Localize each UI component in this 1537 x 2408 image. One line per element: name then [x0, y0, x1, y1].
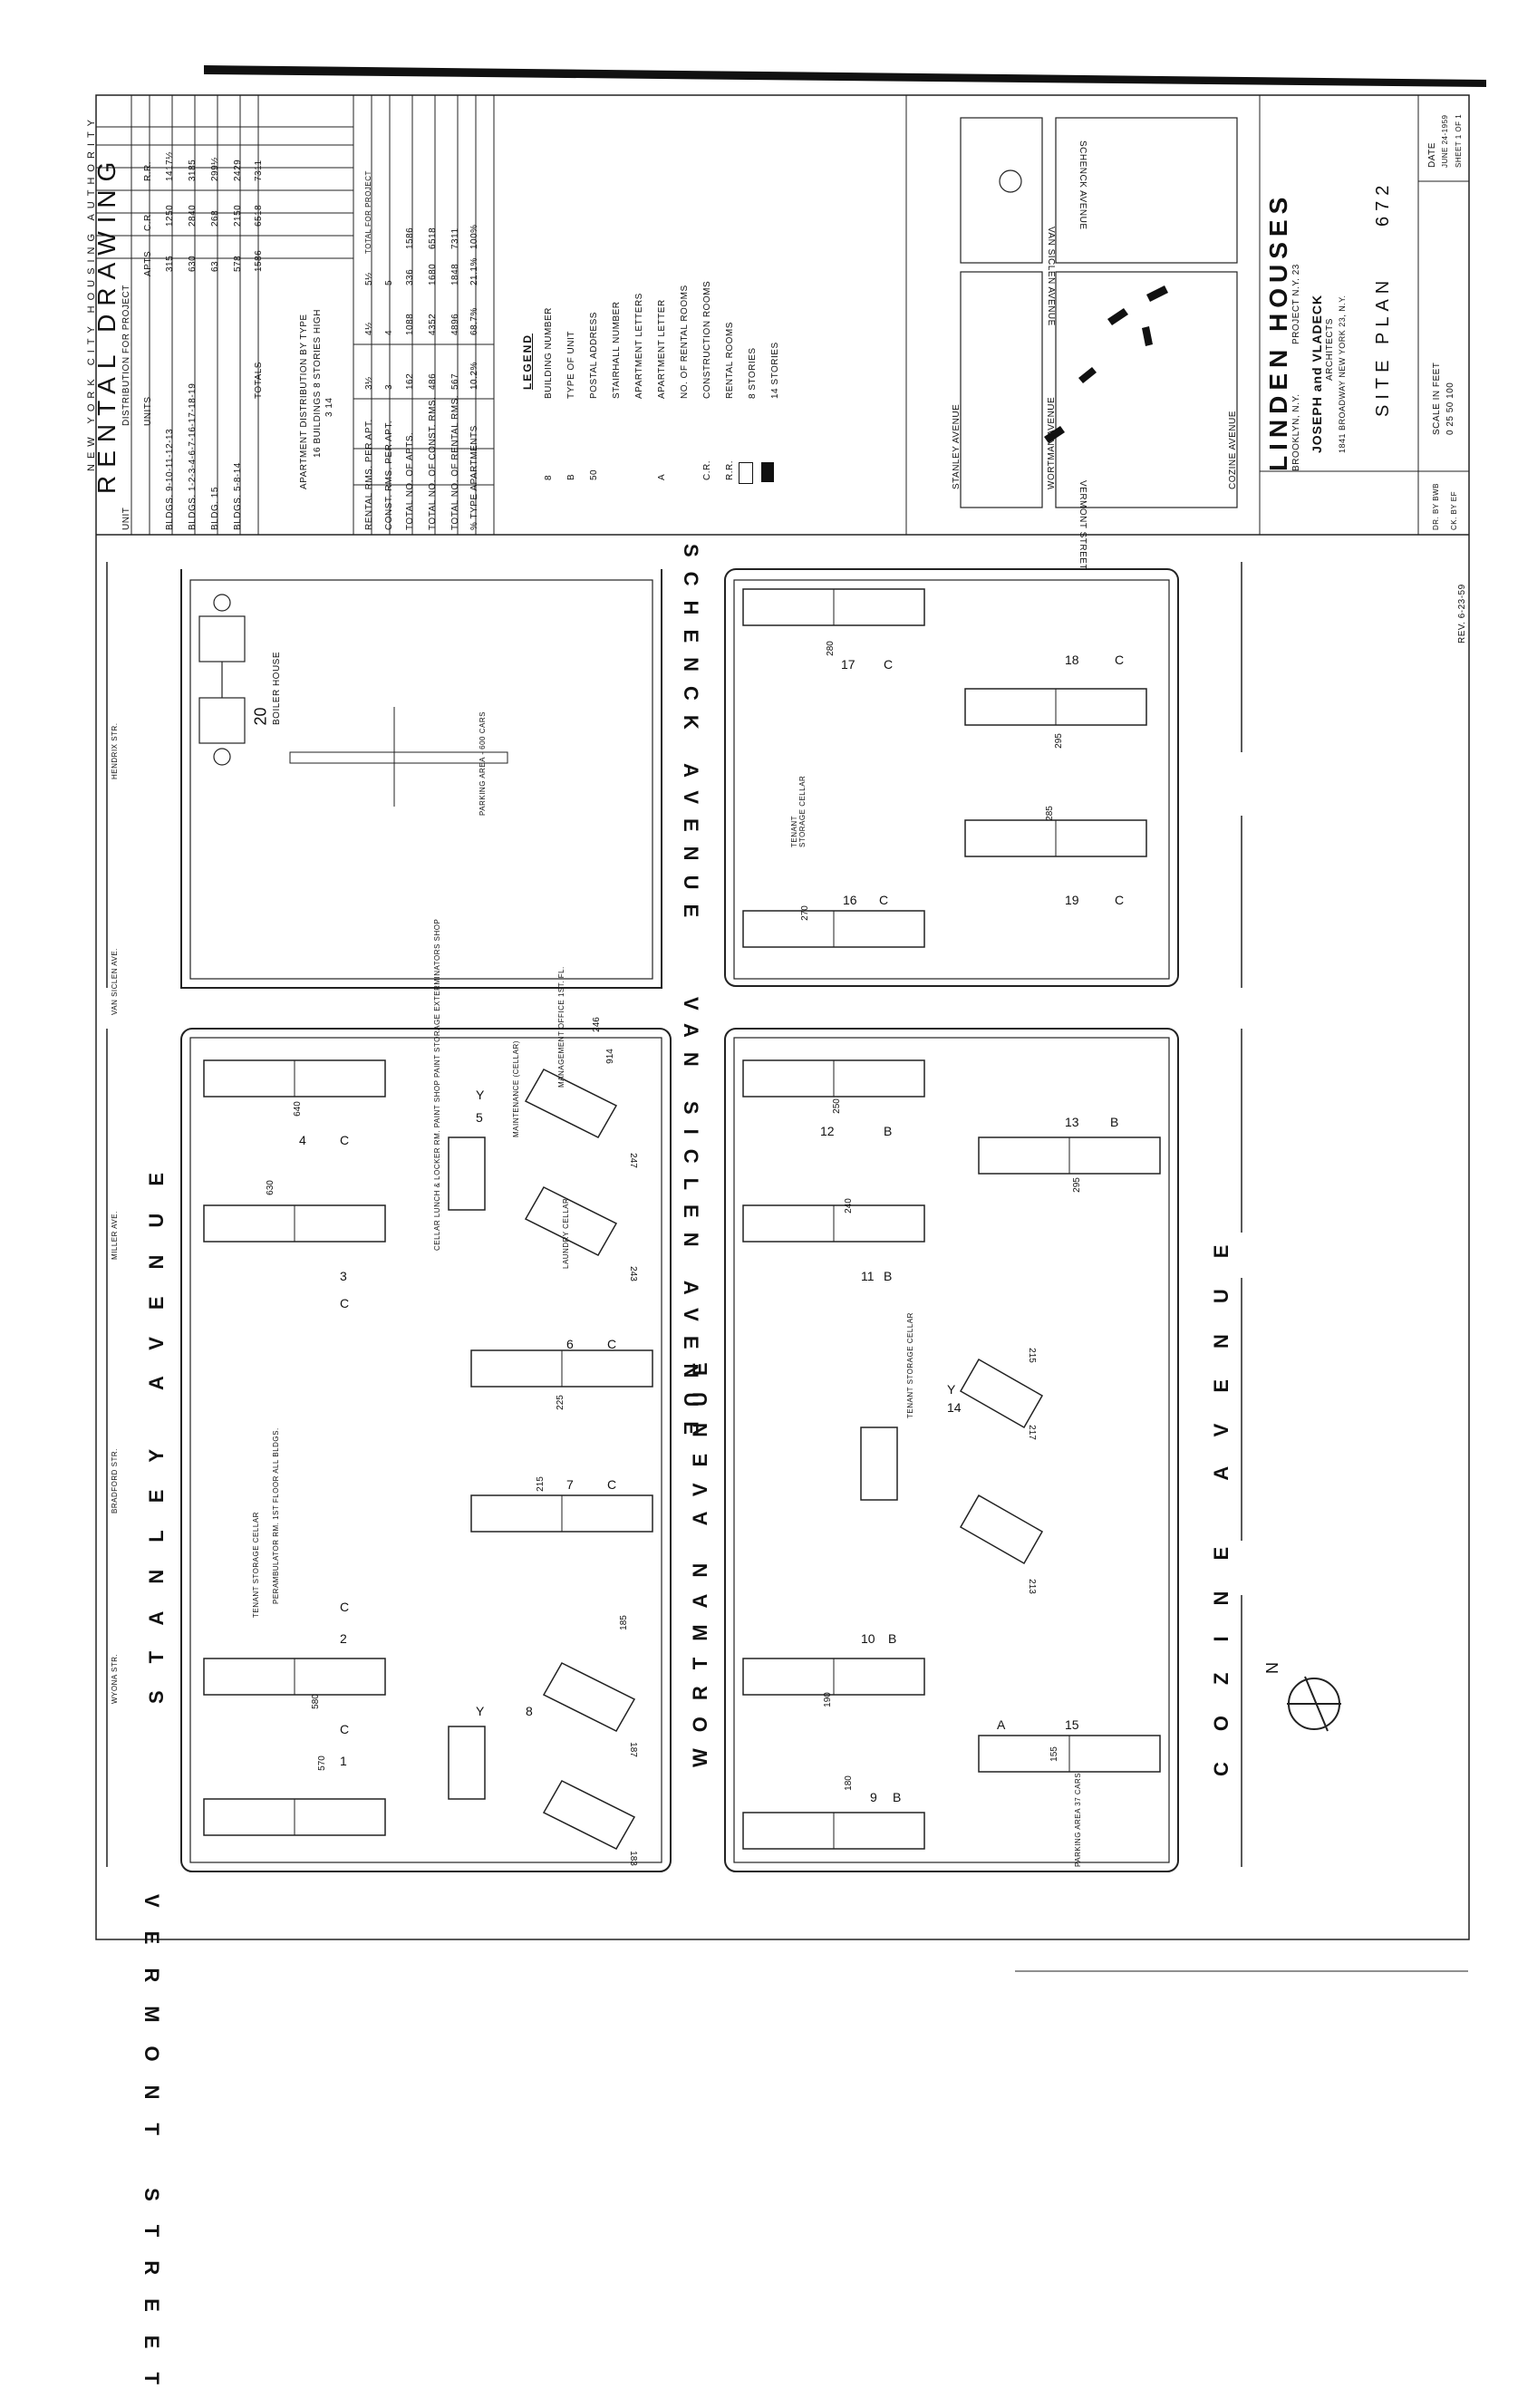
- site-plan-drawing: [95, 65, 1486, 1972]
- key-map: [960, 117, 1238, 508]
- north-arrow: [1287, 1676, 1341, 1732]
